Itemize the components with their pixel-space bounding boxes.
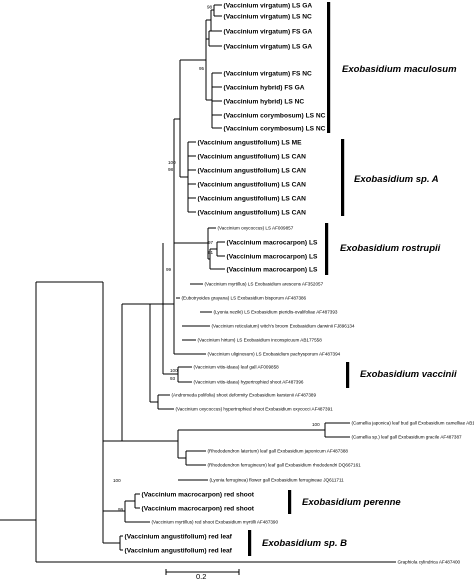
tip-label: (Rhododendron ferrugineum) leaf gall Exo… — [208, 463, 362, 468]
tip-label: (Vaccinium reticulatum) witch's broom Ex… — [212, 324, 355, 329]
clade-label: Exobasidium sp. A — [354, 174, 439, 185]
tip-label: (Vaccinium angustifolium) LS CAN — [198, 195, 307, 202]
clade-bar — [288, 490, 292, 514]
tip-label: (Vaccinium oxycoccus) LS AF009857 — [218, 226, 294, 231]
tip-label: (Vaccinium angustifolium) red leaf — [125, 547, 233, 554]
tip-label: (Vaccinium oxycoccus) hypertrophied shoo… — [176, 407, 334, 412]
bootstrap-value: 100 — [113, 478, 121, 483]
tip-label: (Vaccinium myrtillus) red shoot Exobasid… — [152, 520, 279, 525]
bootstrap-value: 100 — [170, 368, 178, 373]
tip-label: (Vaccinium angustifolium) LS CAN — [198, 153, 307, 160]
tip-label: (Vaccinium virgatum) FS NC — [224, 70, 313, 77]
tip-label: (Vaccinium vitis-idaea) leaf gall AF0098… — [194, 365, 280, 370]
clade-bar — [325, 223, 329, 275]
bootstrap-value: 98 — [168, 167, 174, 172]
tip-label: (Vaccinium macrocarpon) LS — [227, 239, 318, 246]
tip-label: (Lyonia neziki) LS Exobasidium pieridis-… — [214, 310, 338, 315]
tip-label: (Camellia sp.) leaf gall Exobasidium gra… — [352, 435, 462, 440]
bootstrap-value: 97 — [208, 240, 214, 245]
tip-label: (Vaccinium macrocarpon) LS — [227, 253, 318, 260]
clade-bar — [346, 362, 350, 388]
tip-label: (Vaccinium hybrid) FS GA — [224, 84, 305, 91]
tip-label: (Rhododendron latertum) leaf gall Exobas… — [208, 449, 349, 454]
clade-bar — [248, 530, 252, 556]
bootstrap-value: 91 — [208, 250, 214, 255]
bootstrap-value: 99 — [118, 507, 124, 512]
scale-bar-label: 0.2 — [196, 572, 206, 579]
bootstrap-value: 100 — [168, 160, 176, 165]
clade-bar — [341, 139, 345, 216]
tip-label: (Vaccinium corymbosum) LS NC — [224, 125, 326, 132]
clade-label: Exobasidium rostrupii — [340, 243, 441, 254]
clade-label: Exobasidium maculosum — [342, 64, 457, 75]
clade-label: Exobasidium vaccinii — [360, 369, 457, 380]
tip-label: (Vaccinium myrtillus) LS Exobasidium are… — [205, 282, 324, 287]
tip-label: (Lyonia ferruginea) flower gall Exobasid… — [210, 478, 345, 483]
tip-label: (Vaccinium angustifolium) LS CAN — [198, 167, 307, 174]
tip-label: (Vaccinium virgatum) LS GA — [224, 43, 313, 50]
bootstrap-value: 93 — [170, 376, 176, 381]
clade-label: Exobasidium sp. B — [262, 538, 347, 549]
tip-label: (Vaccinium uliginosum) LS Exobasidium pa… — [208, 352, 341, 357]
tip-label: (Vaccinium hybrid) LS NC — [224, 98, 305, 105]
tip-label: (Vaccinium macrocarpon) red shoot — [142, 505, 255, 512]
clade-label: Exobasidium perenne — [302, 497, 401, 508]
tip-label: (Andromeda polifolia) shoot deformity Ex… — [172, 393, 317, 398]
tip-label: (Vaccinium angustifolium) LS CAN — [198, 181, 307, 188]
tip-label: (Vaccinium corymbosum) LS NC — [224, 112, 326, 119]
tip-label: (Vaccinium virgatum) LS NC — [224, 13, 313, 20]
tip-label: (Camellia japonica) leaf bud gall Exobas… — [352, 421, 474, 426]
bootstrap-value: 98 — [207, 5, 213, 10]
tip-label: (Vaccinium angustifolium) LS CAN — [198, 209, 307, 216]
tip-label: (Vaccinium vitis-idaea) hypertrophied sh… — [194, 380, 304, 385]
bootstrap-value: 95 — [199, 66, 205, 71]
tip-label: (Vaccinium virgatum) LS GA — [224, 2, 313, 9]
tip-label: (Vaccinium angustifolium) red leaf — [125, 533, 233, 540]
tip-label: (Vaccinium angustifolium) LS ME — [198, 139, 303, 146]
tip-label: Graphiola cylindrica AF487400 — [398, 560, 461, 565]
clade-bar — [327, 2, 331, 133]
tip-label: (Eubotryoides grayana) LS Exobasidium bi… — [182, 296, 307, 301]
tip-label: (Vaccinium macrocarpon) LS — [227, 266, 318, 273]
bootstrap-value: 99 — [166, 267, 172, 272]
tip-label: (Vaccinium hirtum) LS Exobasidium incons… — [198, 338, 323, 343]
tip-label: (Vaccinium virgatum) FS GA — [224, 28, 313, 35]
bootstrap-value: 100 — [312, 422, 320, 427]
tip-label: (Vaccinium macrocarpon) red shoot — [142, 491, 255, 498]
